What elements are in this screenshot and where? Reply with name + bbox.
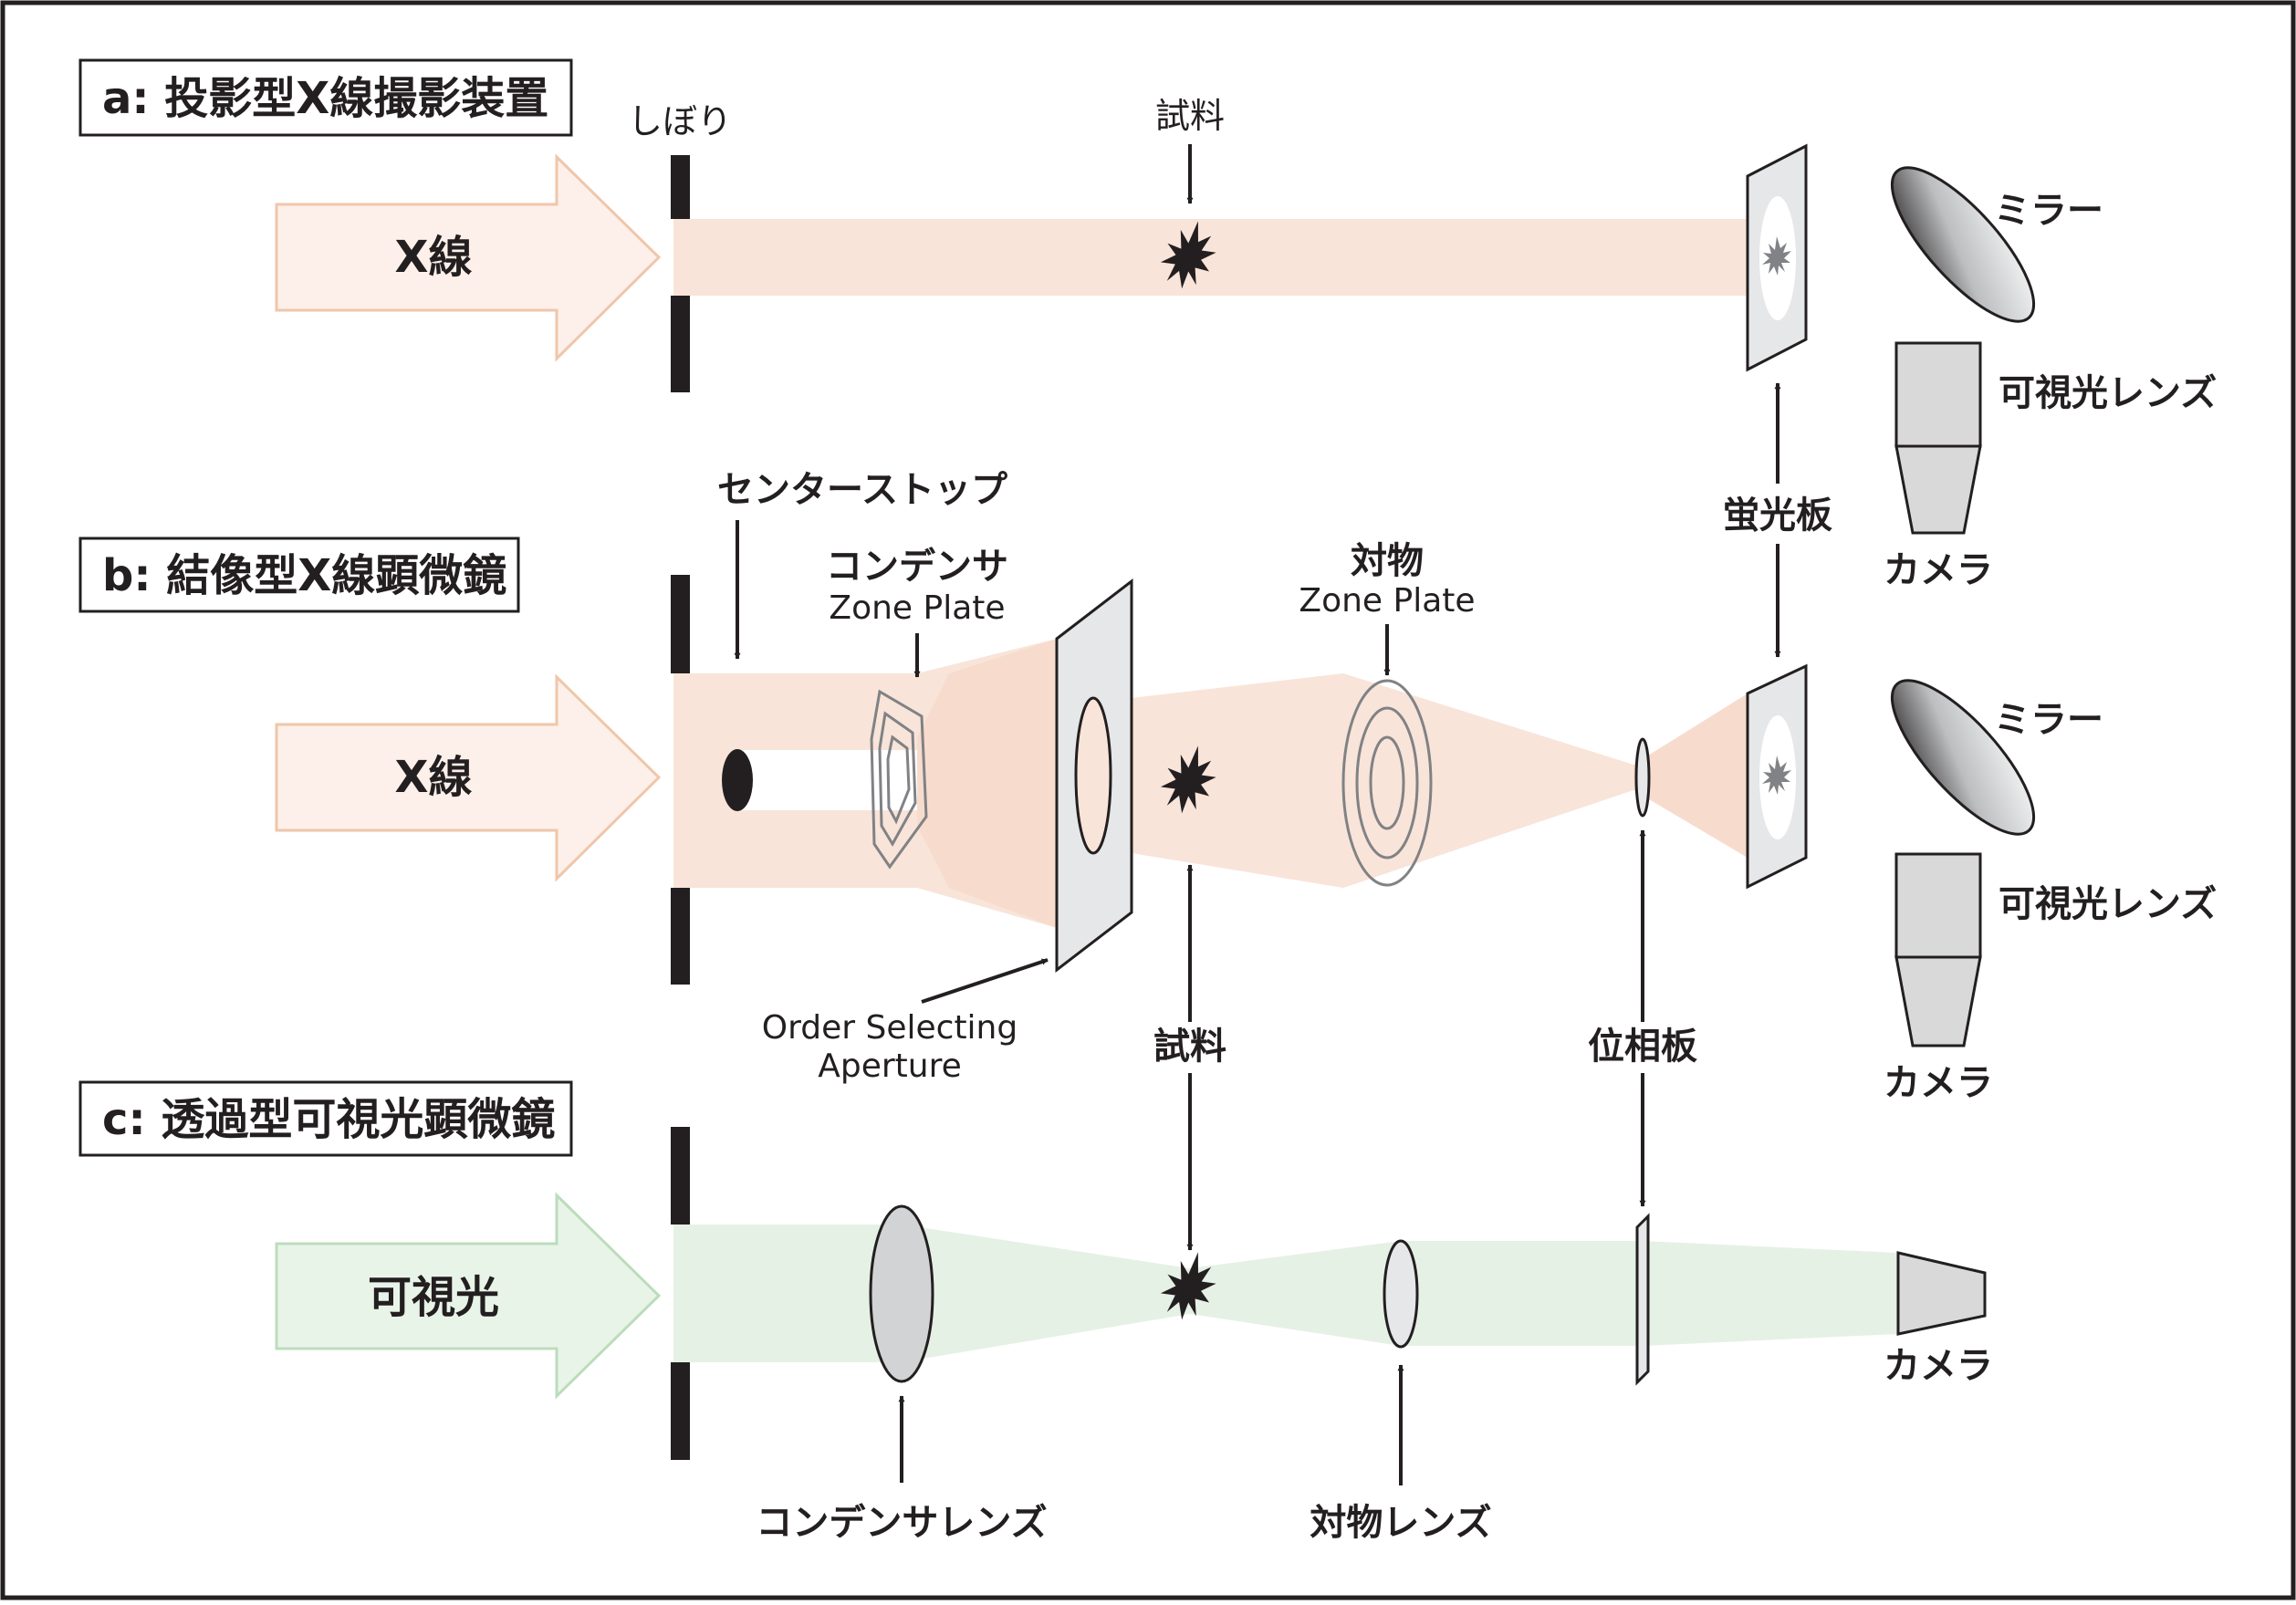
shared-bc-labels: 試料 位相板 (1153, 829, 1697, 1251)
condenser-zone-plate-ring-1 (870, 689, 928, 870)
phase-plate-label: 位相板 (1588, 1026, 1697, 1068)
section-c-title-box (78, 1080, 573, 1157)
sample-label-bc: 試料 (1153, 1026, 1226, 1068)
section-a-title-box (78, 58, 573, 137)
visible-lens-icon-a (1894, 341, 1982, 448)
mirror-icon-a (1890, 166, 2036, 323)
visible-lens-icon-b (1894, 852, 1982, 959)
objective-zone-plate-ring-3 (1369, 735, 1405, 830)
camera-label-c: カメラ (1884, 1345, 1993, 1387)
diaphragm-top-c (671, 1127, 690, 1225)
visible-lens-label-b: 可視光レンズ (1999, 883, 2217, 925)
camera-label-b: カメラ (1884, 1062, 1993, 1104)
section-c-title: c: 透過型可視光顕微鏡 (102, 1094, 555, 1145)
section-b: b: 結像型X線顕微鏡 X線 センターストップ コンデンサ Zone Plate… (78, 469, 2217, 1104)
xray-beam-b-image (1633, 693, 1748, 858)
condenser-zone-plate-ring-3 (886, 735, 911, 825)
xray-source-arrow-a (275, 153, 662, 362)
camera-label-a: カメラ (1884, 549, 1993, 591)
xray-beam-a (673, 219, 1748, 296)
condenser-zp-label-2: Zone Plate (829, 589, 1005, 627)
diaphragm-top-a (671, 155, 690, 219)
mirror-label-b: ミラー (1994, 699, 2103, 741)
sample-label-a: 試料 (1155, 96, 1225, 136)
xray-beam-b-focus (1132, 673, 1633, 888)
phase-plate-b (1634, 737, 1651, 818)
mirror-label-a: ミラー (1994, 190, 2103, 232)
center-stop-icon (722, 749, 753, 811)
objective-lens-label: 対物レンズ (1310, 1502, 1491, 1544)
condenser-lens-label: コンデンサレンズ (756, 1502, 1047, 1544)
visible-lens-label-a: 可視光レンズ (1999, 372, 2217, 414)
camera-icon-c (1896, 1251, 1987, 1336)
section-c: c: 透過型可視光顕微鏡 可視光 コンデンサレンズ 対物レンズ カメラ (78, 1080, 1993, 1544)
phosphor-label: 蛍光板 (1723, 495, 1832, 537)
phase-plate-c (1635, 1213, 1650, 1386)
condenser-zp-label-1: コンデンサ (826, 546, 1008, 588)
objective-zp-label-2: Zone Plate (1299, 582, 1475, 620)
visible-source-arrow-c (275, 1192, 662, 1400)
camera-body-icon-b (1894, 955, 1982, 1047)
condenser-lens-icon (869, 1204, 934, 1383)
diaphragm-bottom-c (671, 1362, 690, 1460)
section-b-title-box (78, 537, 520, 613)
diaphragm-label: しぼり (628, 101, 732, 141)
objective-zone-plate-ring-2 (1355, 706, 1419, 860)
diaphragm-bottom-b (671, 888, 690, 985)
center-stop-shadow (737, 750, 917, 810)
section-a-title: a: 投影型X線撮影装置 (102, 73, 548, 124)
osa-label-2: Aperture (818, 1047, 962, 1085)
osa-arrow (921, 958, 1049, 1004)
mirror-icon-b (1890, 679, 2036, 836)
condenser-zone-plate-ring-2 (878, 711, 917, 847)
section-b-title: b: 結像型X線顕微鏡 (102, 550, 506, 601)
xray-source-arrow-b (275, 673, 662, 882)
visible-beam-c (673, 1225, 1898, 1362)
visible-source-label-c: 可視光 (368, 1272, 499, 1323)
objective-zp-label-1: 対物 (1351, 540, 1424, 582)
xray-beam-b-cone (917, 639, 1057, 928)
objective-zone-plate-ring-1 (1341, 679, 1433, 887)
diaphragm-bottom-a (671, 296, 690, 392)
xray-source-label-a: X線 (394, 232, 472, 283)
center-stop-label: センターストップ (717, 469, 1007, 511)
objective-lens-icon (1383, 1239, 1419, 1349)
diaphragm-top-b (671, 575, 690, 673)
osa-label-1: Order Selecting (762, 1009, 1018, 1047)
camera-body-icon-a (1894, 444, 1982, 535)
xray-source-label-b: X線 (394, 752, 472, 803)
osa-aperture-hole (1074, 696, 1112, 855)
section-a: a: 投影型X線撮影装置 X線 しぼり 試料 ミラー 可視光レンズ カメラ 蛍光… (78, 58, 2217, 658)
